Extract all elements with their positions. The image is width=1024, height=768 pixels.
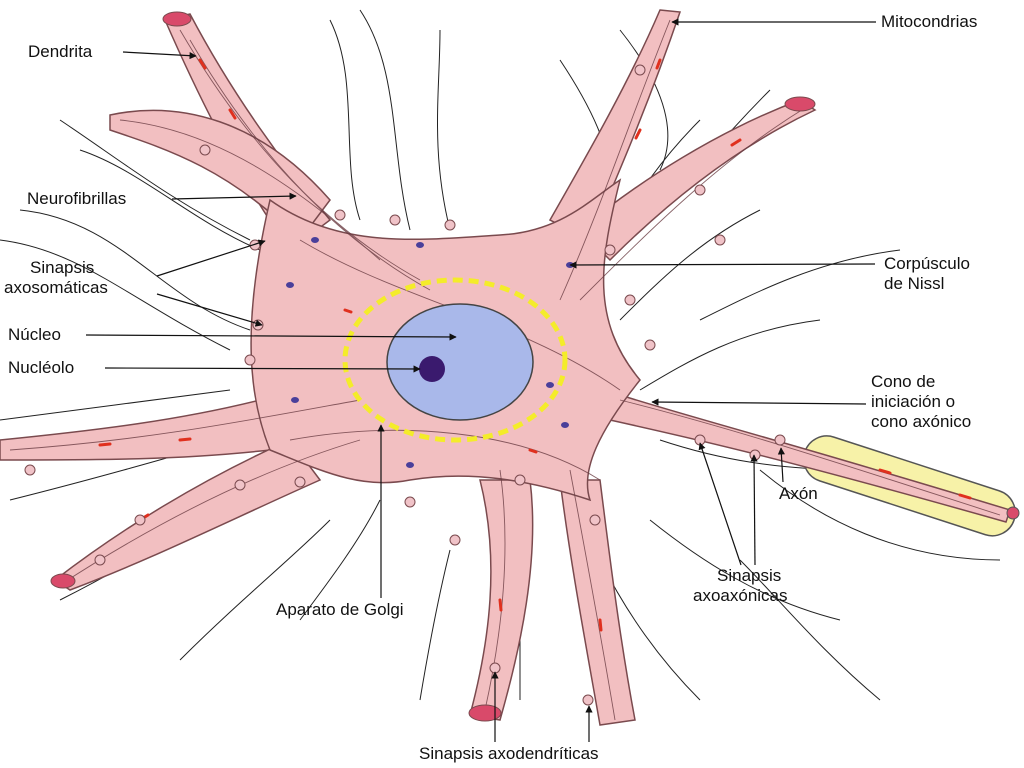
label-corpusculo-2: de Nissl [884,274,945,293]
label-axon: Axón [779,484,818,503]
dendrite-tip [468,704,502,722]
label-dendrita: Dendrita [28,42,93,61]
neuron [0,9,1020,726]
dendrite-tip [162,11,192,27]
leader-lines [85,18,876,742]
label-aparato-golgi: Aparato de Golgi [276,600,404,619]
dendrite-tip [50,573,76,589]
axon-tip [1006,506,1020,520]
label-mitocondrias: Mitocondrias [881,12,978,31]
label-cono-3: cono axónico [871,412,972,431]
dendrite-tip [784,96,816,112]
label-nucleo: Núcleo [8,325,61,344]
golgi-apparatus [342,277,568,443]
label-sinapsis-axodendriticas: Sinapsis axodendríticas [419,744,599,763]
nucleolus [419,356,445,382]
dendrite-bottom-right [559,479,636,726]
nucleus [386,303,534,421]
dendrite-left [0,399,271,461]
label-nucleolo: Nucléolo [8,358,75,377]
label-neurofibrillas: Neurofibrillas [27,189,127,208]
label-sinapsis-axosomaticas-1: Sinapsis [30,258,95,277]
label-sinapsis-axoaxonicas-1: Sinapsis [717,566,782,585]
axon-shape [608,394,1011,523]
label-sinapsis-axosomaticas-2: axosomáticas [4,278,108,297]
label-corpusculo-1: Corpúsculo [884,254,970,273]
label-cono-1: Cono de [871,372,936,391]
label-sinapsis-axoaxonicas-2: axoaxónicas [693,586,788,605]
label-cono-2: iniciación o [871,392,956,411]
dendrite-lower-left [53,439,322,591]
